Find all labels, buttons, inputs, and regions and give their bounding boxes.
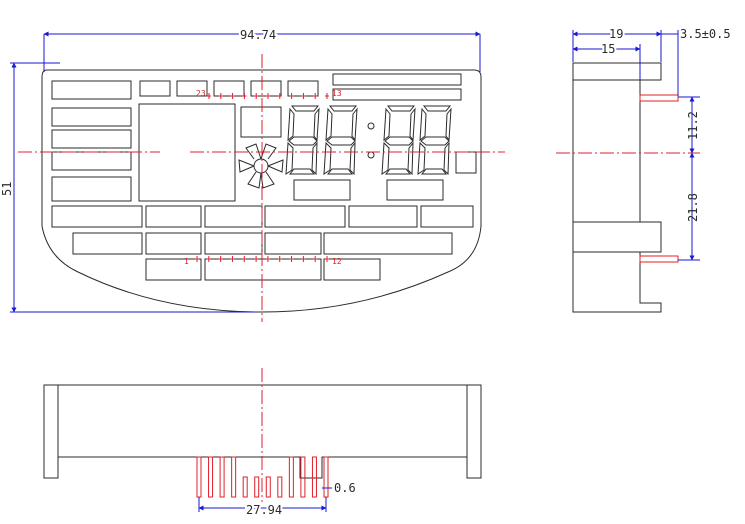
bottom-outline [43,384,482,479]
front-dimensions [10,31,481,313]
side-view [572,62,662,313]
bottom-pin [254,476,260,498]
segment-row2-3 [204,232,263,255]
bottom-pin [208,456,214,498]
pin-label-12: 12 [332,257,342,266]
segment-top-5 [250,80,282,97]
segment-top-left [51,80,132,100]
segment-row1-1 [51,205,143,228]
segment-row3-3 [323,258,381,281]
lower-pin-markers [195,256,329,262]
segment-row2-5 [323,232,453,255]
segment-row3-2 [204,258,322,281]
bottom-pins [196,456,329,498]
segment-top-bar-1 [332,73,462,86]
bottom-pin [300,456,306,498]
bottom-pin [242,476,248,498]
bottom-view [43,384,482,479]
dim-upper-pin-pitch: 11.2 [686,111,700,140]
segment-left-1 [51,107,132,127]
segment-left-4 [51,176,132,202]
pin-label-23: 23 [196,89,206,98]
segment-row1-2 [145,205,202,228]
dim-pin-offset: 3.5±0.5 [680,27,731,41]
dim-overall-height: 51 [0,182,14,196]
digit-1 [285,105,320,176]
segment-row1-4 [264,205,346,228]
bottom-pin [196,456,202,498]
dim-overall-width: 94.74 [240,28,276,42]
digit-3 [381,105,416,176]
colon-dot-lower [367,151,375,159]
side-dimensions [572,30,700,261]
digit-4 [417,105,452,176]
segment-unit-box [455,151,477,174]
dim-lower-pin-pitch: 21.8 [686,193,700,222]
segment-row1-6 [420,205,474,228]
segment-row2-4 [264,232,322,255]
segment-top-2 [139,80,171,97]
pin-label-13: 13 [332,89,342,98]
segment-left-3 [51,151,132,171]
dim-side-depth: 19 [609,27,623,41]
segment-row3-1 [145,258,202,281]
segment-small-square [240,106,282,138]
digit-2 [323,105,358,176]
segment-top-4 [213,80,245,97]
front-outline [41,69,482,313]
segment-row2-2 [145,232,202,255]
bottom-pin [288,456,294,498]
fan-icon [238,143,284,189]
bottom-pin [323,456,329,498]
segment-top-bar-2 [332,88,462,101]
dim-pin-thickness: 0.6 [334,481,356,495]
segment-mid-2 [386,179,444,201]
segment-row2-1 [72,232,143,255]
bottom-pin [231,456,237,498]
segment-row1-3 [204,205,263,228]
bottom-pin [219,456,225,498]
bottom-pin [277,476,283,498]
colon-dot-upper [367,122,375,130]
pin-label-1: 1 [184,257,189,266]
front-centerlines [18,54,505,322]
dim-side-inner-depth: 15 [601,42,615,56]
bottom-pin [311,456,317,498]
bottom-dimensions [198,487,332,512]
segment-left-2 [51,129,132,149]
upper-pin-markers [207,93,329,99]
side-pins [639,94,679,263]
segment-row1-5 [348,205,418,228]
segment-mid-1 [293,179,351,201]
dim-pin-span: 27.94 [246,503,282,517]
bottom-pin [265,476,271,498]
segment-top-3 [176,80,208,97]
side-outline [572,62,662,313]
seven-segment-digits [285,105,452,176]
